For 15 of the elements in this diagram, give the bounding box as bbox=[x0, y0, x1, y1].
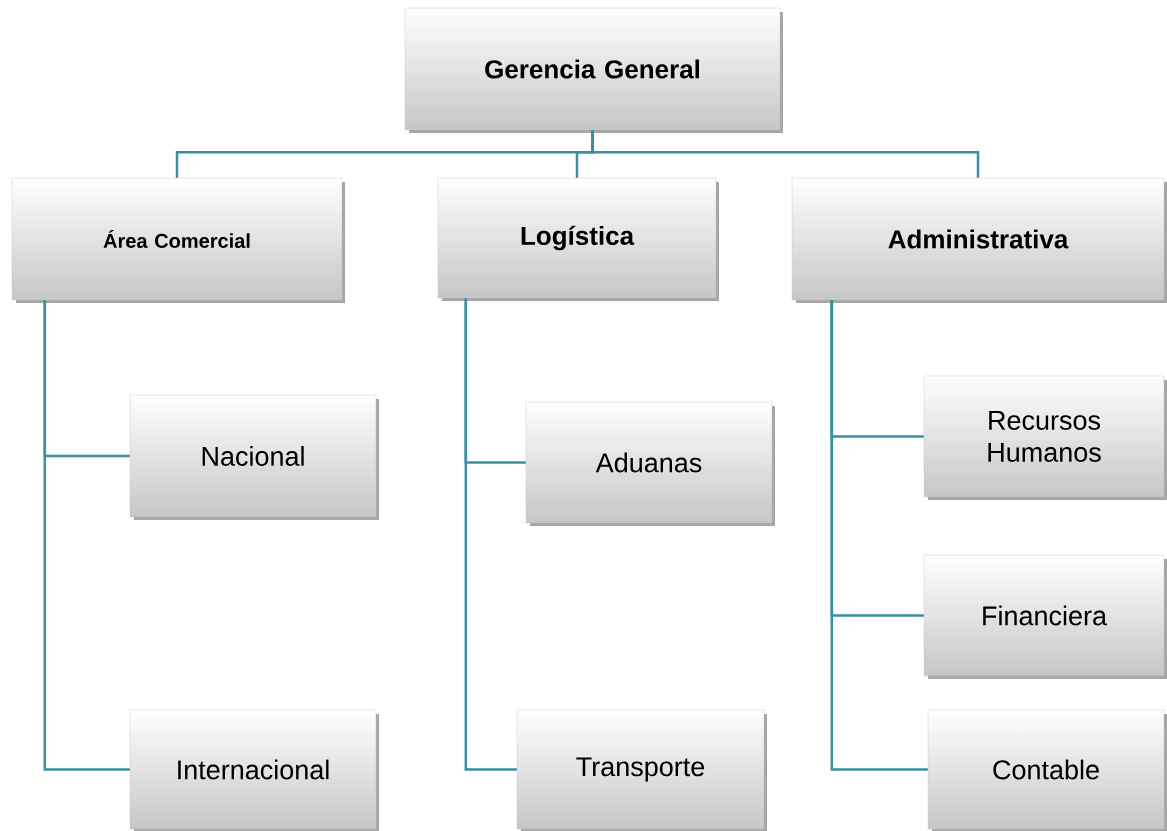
org-box: Transporte bbox=[516, 709, 767, 831]
org-box: Nacional bbox=[129, 394, 379, 520]
org-box: Aduanas bbox=[525, 401, 775, 526]
connector-line bbox=[830, 300, 928, 771]
org-box: Administrativa bbox=[791, 177, 1167, 303]
connector-line bbox=[43, 300, 130, 771]
org-box: Internacional bbox=[129, 709, 379, 831]
connector-line bbox=[591, 130, 980, 178]
org-box: Contable bbox=[927, 709, 1167, 831]
org-box: Logística bbox=[437, 177, 719, 301]
org-box: Financiera bbox=[923, 554, 1167, 679]
connector-line bbox=[464, 298, 517, 771]
org-box: Área Comercial bbox=[11, 177, 345, 303]
org-box: Gerencia General bbox=[404, 7, 783, 133]
org-box: Recursos Humanos bbox=[923, 375, 1167, 500]
